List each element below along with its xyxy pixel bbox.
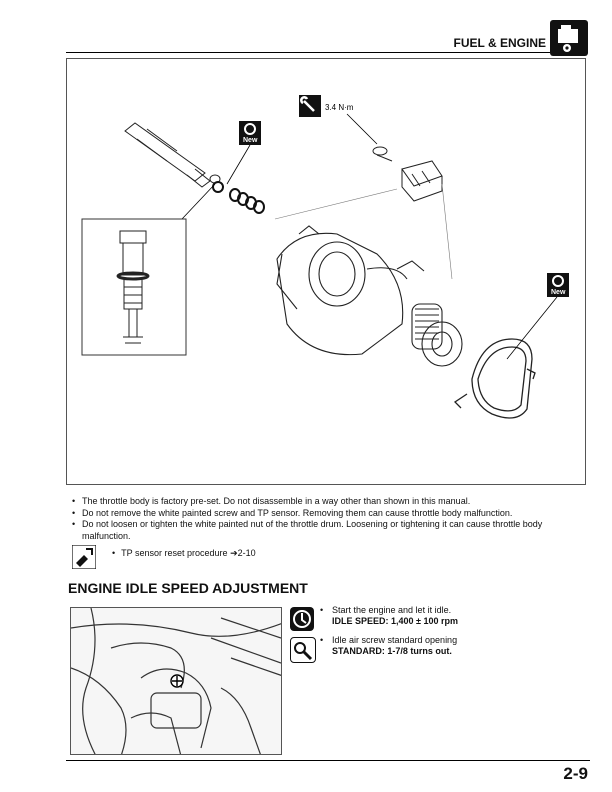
torque-wrench-icon <box>299 95 321 117</box>
idle-adjustment-photo <box>70 607 282 755</box>
new-badge-label: New <box>551 289 566 296</box>
reset-procedure-icon <box>71 544 97 570</box>
engine-idle-icon <box>290 607 314 631</box>
step-item: Idle air screw standard opening STANDARD… <box>320 635 580 657</box>
tp-reset-page-ref[interactable]: ➔2-10 <box>230 548 256 558</box>
tp-reset-reference: •TP sensor reset procedure ➔2-10 <box>112 548 256 558</box>
step-item: Start the engine and let it idle. IDLE S… <box>320 605 580 627</box>
notes-list: The throttle body is factory pre-set. Do… <box>70 496 590 542</box>
note-item: The throttle body is factory pre-set. Do… <box>70 496 590 508</box>
screw-opening-spec: STANDARD: 1-7/8 turns out. <box>332 646 452 656</box>
header-rule <box>66 52 552 53</box>
engine-icon <box>550 20 588 56</box>
header-title: FUEL & ENGINE <box>453 36 546 50</box>
screwdriver-icon <box>290 637 316 663</box>
throttle-body-exploded-diagram: 3.4 N·m New <box>66 58 586 485</box>
section-title: ENGINE IDLE SPEED ADJUSTMENT <box>68 580 308 596</box>
idle-air-screw-marker <box>170 674 184 688</box>
note-item: Do not loosen or tighten the white paint… <box>70 519 590 542</box>
idle-speed-spec: IDLE SPEED: 1,400 ± 100 rpm <box>332 616 458 626</box>
idle-adjustment-steps: Start the engine and let it idle. IDLE S… <box>320 605 580 665</box>
new-badge-label: New <box>243 137 258 144</box>
replace-new-icon: New <box>547 273 569 297</box>
step-text: Idle air screw standard opening <box>332 635 458 645</box>
torque-value-label: 3.4 N·m <box>325 103 354 112</box>
step-text: Start the engine and let it idle. <box>332 605 452 615</box>
tp-reset-text: TP sensor reset procedure <box>121 548 228 558</box>
page-number: 2-9 <box>563 764 588 783</box>
footer-rule <box>66 760 590 761</box>
note-item: Do not remove the white painted screw an… <box>70 508 590 520</box>
replace-new-icon: New <box>239 121 261 145</box>
